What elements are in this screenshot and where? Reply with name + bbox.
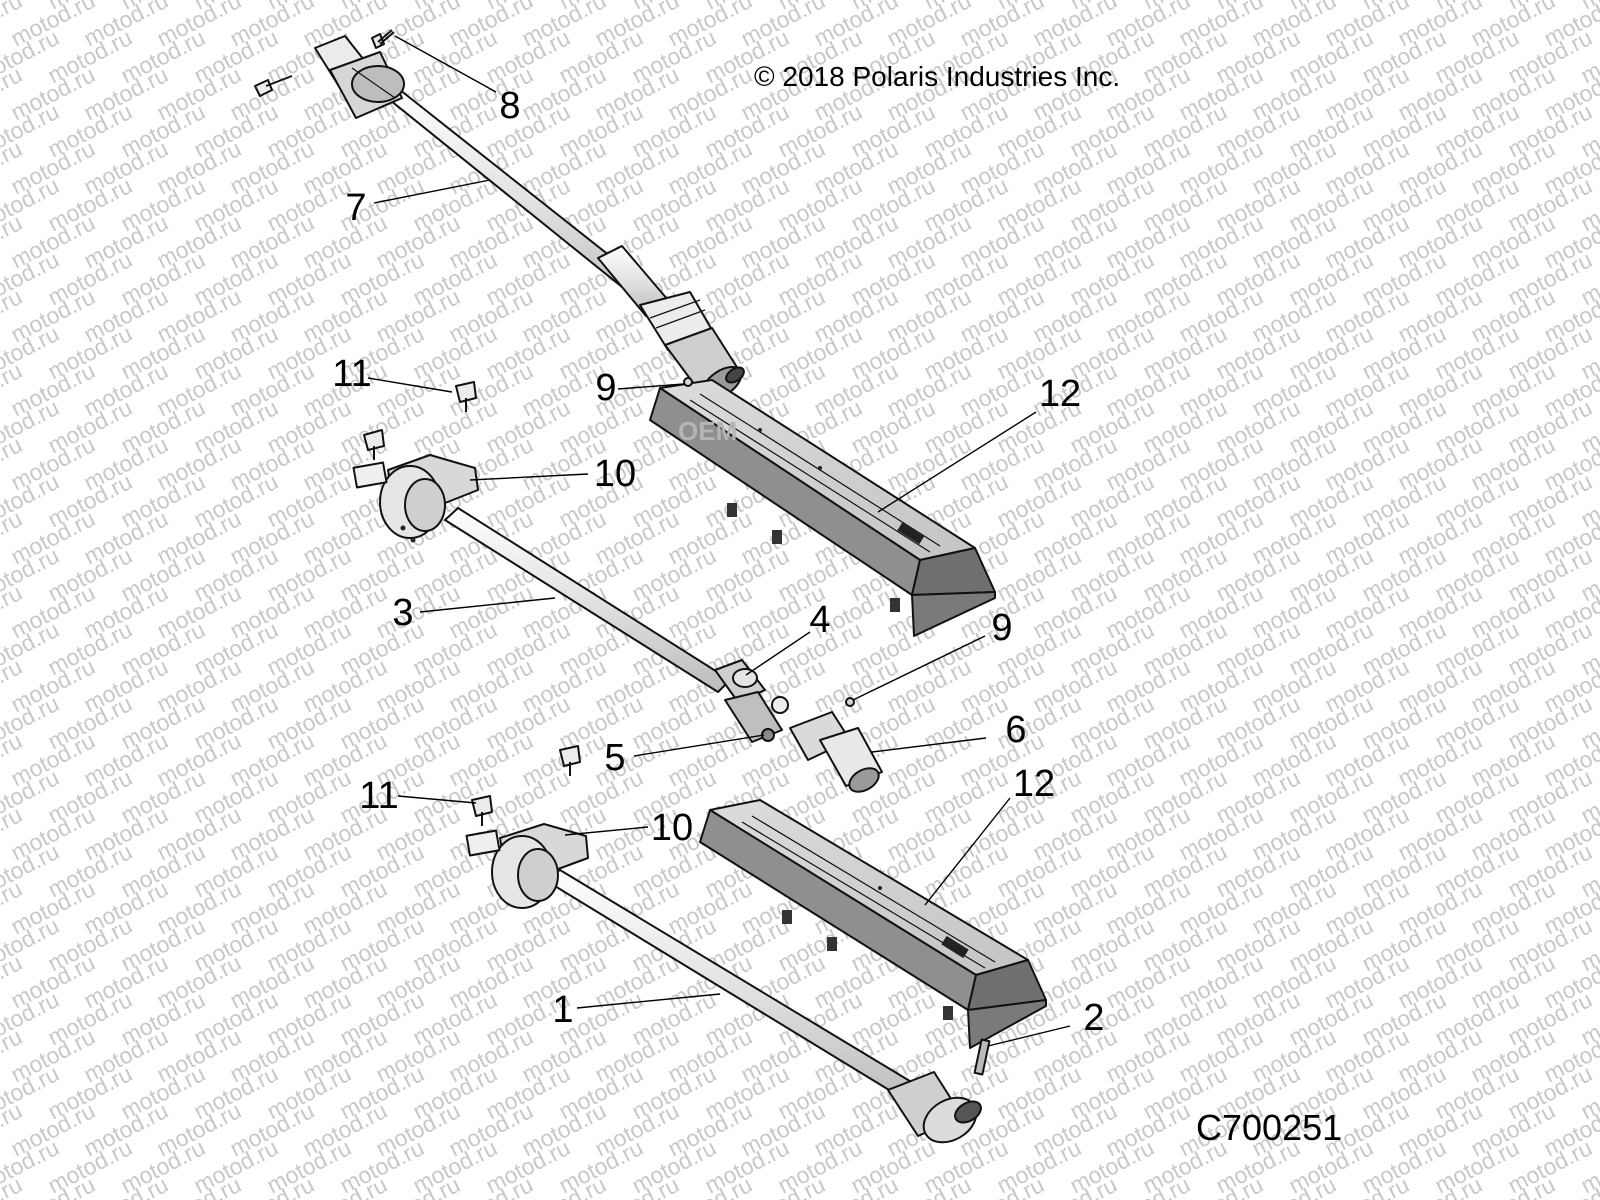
callout-8: 8 — [499, 85, 520, 127]
diagram-code: C700251 — [1196, 1107, 1342, 1148]
callout-7: 7 — [345, 187, 366, 229]
grease-fitting — [683, 377, 855, 707]
intermediate-shaft-assembly — [352, 454, 883, 793]
callout-10-upper: 10 — [594, 453, 636, 495]
callout-4: 4 — [809, 599, 830, 641]
lower-steering-shaft — [465, 823, 982, 1144]
callout-5: 5 — [604, 737, 625, 779]
bolt-8 — [254, 29, 395, 97]
callout-9-upper: 9 — [595, 367, 616, 409]
callout-6: 6 — [1005, 709, 1026, 751]
callout-1: 1 — [552, 989, 573, 1031]
shaft-cover-bracket-upper: OEM — [649, 379, 996, 637]
callout-2: 2 — [1083, 997, 1104, 1039]
shaft-cover-bracket-lower — [699, 799, 1047, 1049]
callout-11-lower: 11 — [359, 775, 398, 817]
flange-bolts-11 — [363, 381, 581, 826]
callout-3: 3 — [392, 592, 413, 634]
callout-11-upper: 11 — [332, 353, 371, 395]
leader-lines — [367, 35, 1071, 1047]
callout-labels: 8 7 11 9 12 10 3 4 9 5 6 12 11 10 1 2 — [332, 85, 1104, 1039]
callout-12-lower: 12 — [1013, 763, 1055, 805]
oem-mark: OEM — [678, 416, 737, 446]
callout-9-lower: 9 — [991, 607, 1012, 649]
callout-12-upper: 12 — [1039, 373, 1081, 415]
copyright-notice: © 2018 Polaris Industries Inc. — [754, 61, 1120, 92]
callout-10-lower: 10 — [651, 807, 693, 849]
roll-pin-2 — [973, 1038, 991, 1076]
